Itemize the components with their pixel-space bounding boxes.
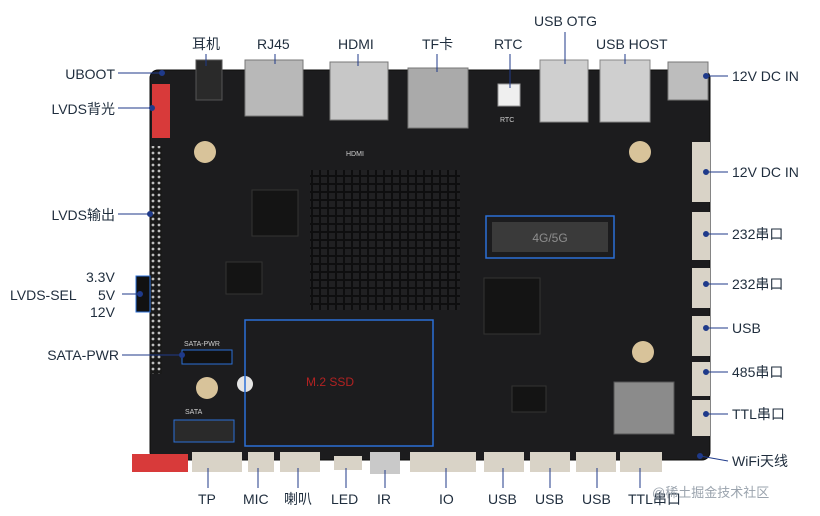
ethernet-chip: [251, 189, 299, 237]
right-connector: [692, 362, 710, 396]
ttl-connector: [620, 452, 662, 472]
label-sata-pwr: SATA-PWR: [47, 347, 119, 363]
modem-label: 4G/5G: [532, 231, 567, 245]
right-connector: [692, 400, 710, 436]
cpu-heatsink: [310, 170, 460, 310]
mic-connector: [248, 452, 274, 472]
speaker-connector: [280, 452, 320, 472]
right-connector: [692, 316, 710, 356]
label-usb-otg: USB OTG: [534, 13, 598, 29]
sata-port: [173, 419, 235, 443]
tf-slot: [407, 67, 469, 129]
red-power-connector: [132, 454, 188, 472]
usb-host-port: [599, 59, 651, 123]
usb-connector-2: [530, 452, 570, 472]
label-5v: 5V: [98, 287, 116, 303]
label-3-3v: 3.3V: [86, 269, 115, 285]
label-usb-bottom-3: USB: [582, 491, 611, 507]
ir-receiver: [370, 452, 400, 474]
mount-hole: [629, 141, 651, 163]
label-dc-in-2: 12V DC IN: [732, 164, 799, 180]
dc-in-jack: [667, 61, 709, 101]
ic-chip: [511, 385, 547, 413]
label-tf-card: TF卡: [422, 36, 454, 52]
lvds-output-header: [150, 146, 162, 374]
label-ttl-right: TTL串口: [732, 406, 785, 422]
usb-connector-3: [576, 452, 616, 472]
tp-connector: [192, 452, 242, 472]
pmic-chip: [225, 261, 263, 295]
ssd-slot-label: M.2 SSD: [306, 375, 354, 389]
right-connector: [692, 142, 710, 202]
modem-slot-highlight: [485, 215, 615, 259]
watermark: @稀土掘金技术社区: [652, 485, 770, 500]
label-speaker: 喇叭: [284, 491, 312, 507]
label-dc-in-1: 12V DC IN: [732, 68, 799, 84]
label-lvds-backlight: LVDS背光: [51, 101, 115, 117]
silk-sata-pwr: SATA-PWR: [184, 341, 220, 348]
earphone-jack: [195, 59, 223, 101]
label-wifi-antenna: WiFi天线: [732, 453, 788, 469]
label-usb-host: USB HOST: [596, 36, 668, 52]
label-tp: TP: [198, 491, 216, 507]
label-usb-bottom-1: USB: [488, 491, 517, 507]
silk-hdmi: HDMI: [346, 151, 364, 158]
label-rtc: RTC: [494, 36, 523, 52]
ssd-slot-highlight: [244, 319, 434, 447]
label-uboot: UBOOT: [65, 66, 115, 82]
label-rs232-1: 232串口: [732, 226, 784, 242]
label-lvds-sel: LVDS-SEL: [10, 287, 77, 303]
mount-hole: [194, 141, 216, 163]
led-connector: [334, 456, 362, 470]
label-lvds-output: LVDS输出: [51, 207, 115, 223]
label-usb-right: USB: [732, 320, 761, 336]
label-rs232-2: 232串口: [732, 276, 784, 292]
label-mic: MIC: [243, 491, 269, 507]
wifi-module: [613, 381, 675, 435]
memory-chip: [483, 277, 541, 335]
label-rj45: RJ45: [257, 36, 290, 52]
io-connector: [410, 452, 476, 472]
hdmi-port: [329, 61, 389, 121]
silk-rtc: RTC: [500, 117, 514, 124]
label-usb-bottom-2: USB: [535, 491, 564, 507]
right-connector: [692, 212, 710, 260]
right-connector: [692, 268, 710, 308]
modem-slot: [492, 222, 608, 252]
label-earphone: 耳机: [192, 36, 220, 52]
lvds-backlight-connector: [152, 84, 170, 138]
usb-connector-1: [484, 452, 524, 472]
label-io: IO: [439, 491, 454, 507]
label-rs485: 485串口: [732, 364, 784, 380]
rtc-connector: [497, 83, 521, 107]
leader-lines: [118, 32, 729, 488]
mount-hole: [632, 341, 654, 363]
mount-hole: [196, 377, 218, 399]
label-12v: 12V: [90, 304, 115, 320]
rj45-port: [244, 59, 304, 117]
label-hdmi: HDMI: [338, 36, 374, 52]
label-ir: IR: [377, 491, 391, 507]
silk-sata: SATA: [185, 409, 203, 416]
label-ttl-bottom: TTL串口: [628, 491, 681, 507]
label-led: LED: [331, 491, 359, 507]
sata-power-header: [181, 349, 233, 365]
usb-otg-port: [539, 59, 589, 123]
